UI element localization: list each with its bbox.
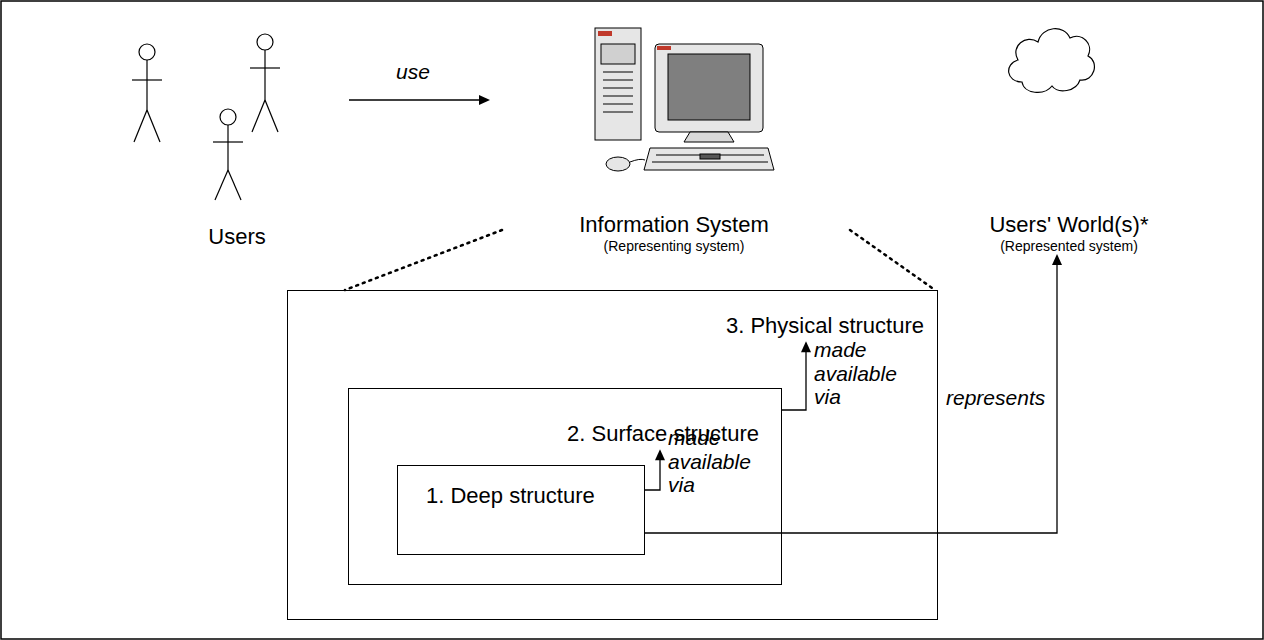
arrowhead bbox=[801, 341, 811, 352]
dotted-connector bbox=[850, 230, 935, 290]
node-label: Information System bbox=[490, 212, 858, 237]
arrow-connector bbox=[782, 341, 811, 410]
node-label: 2. Surface structure bbox=[567, 421, 759, 446]
edge-label: made available via bbox=[668, 426, 758, 497]
connector-line bbox=[850, 230, 935, 290]
arrowhead bbox=[479, 95, 490, 105]
node-subtitle: (Represented system) bbox=[940, 238, 1198, 254]
node-label: 1. Deep structure bbox=[426, 483, 595, 508]
edge-label: use bbox=[388, 60, 438, 84]
connector-line bbox=[345, 230, 502, 290]
structure-box: 1. Deep structure bbox=[397, 465, 645, 555]
edge-label: represents bbox=[946, 386, 1056, 410]
user-group: Users bbox=[125, 20, 349, 254]
arrow-connector bbox=[645, 449, 665, 490]
world-icon: Users' World(s)*(Represented system) bbox=[940, 16, 1198, 254]
dotted-connector bbox=[345, 230, 502, 290]
node-label: Users bbox=[125, 224, 349, 249]
system-icon: Information System(Representing system) bbox=[490, 16, 858, 254]
arrowhead bbox=[655, 449, 665, 460]
node-subtitle: (Representing system) bbox=[490, 238, 858, 254]
connector-line bbox=[645, 262, 1057, 533]
connector-line bbox=[349, 99, 482, 100]
node-label: Users' World(s)* bbox=[940, 212, 1198, 237]
arrow-connector bbox=[349, 95, 490, 105]
computer-icon bbox=[595, 28, 774, 171]
edge-label: made available via bbox=[814, 338, 904, 409]
user-figures bbox=[132, 34, 280, 200]
structure-box: 2. Surface structure 1. Deep structure bbox=[348, 388, 782, 585]
arrow-connector bbox=[645, 254, 1062, 533]
arrowhead bbox=[1052, 254, 1062, 265]
connector-line bbox=[645, 457, 660, 490]
connector-line bbox=[782, 349, 806, 410]
world-cloud bbox=[1009, 29, 1095, 93]
node-label: 3. Physical structure bbox=[726, 313, 924, 338]
